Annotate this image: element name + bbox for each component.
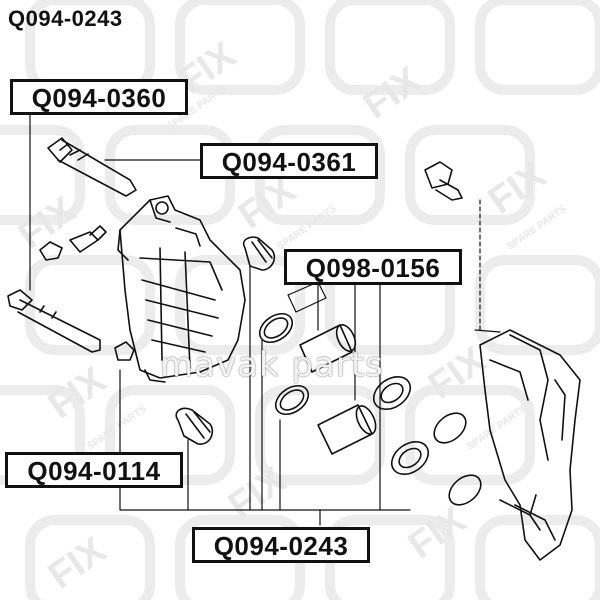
caliper-bracket <box>479 329 581 561</box>
part-label-q098-0156[interactable]: Q098-0156 <box>284 249 462 285</box>
caliper-housing <box>117 195 246 383</box>
guide-pin-lower <box>7 289 101 353</box>
watermark-overlay-text: mavak parts <box>160 345 384 385</box>
part-label-q094-0361[interactable]: Q094-0361 <box>200 143 378 179</box>
pin-boot-lower <box>175 407 214 445</box>
part-label-q094-0360[interactable]: Q094-0360 <box>10 79 188 115</box>
bleeder-screw <box>39 225 107 261</box>
piston-seal-rings <box>258 312 482 506</box>
guide-pin-upper <box>47 137 137 197</box>
bracket-bolt <box>424 161 463 201</box>
pin-boot-upper <box>242 236 276 271</box>
page-title: Q094-0243 <box>8 6 123 31</box>
part-label-q094-0114[interactable]: Q094-0114 <box>5 452 183 488</box>
leader-lines <box>29 111 501 526</box>
bushing-small <box>114 341 135 361</box>
pistons <box>287 281 377 455</box>
part-label-q094-0243[interactable]: Q094-0243 <box>192 527 370 563</box>
